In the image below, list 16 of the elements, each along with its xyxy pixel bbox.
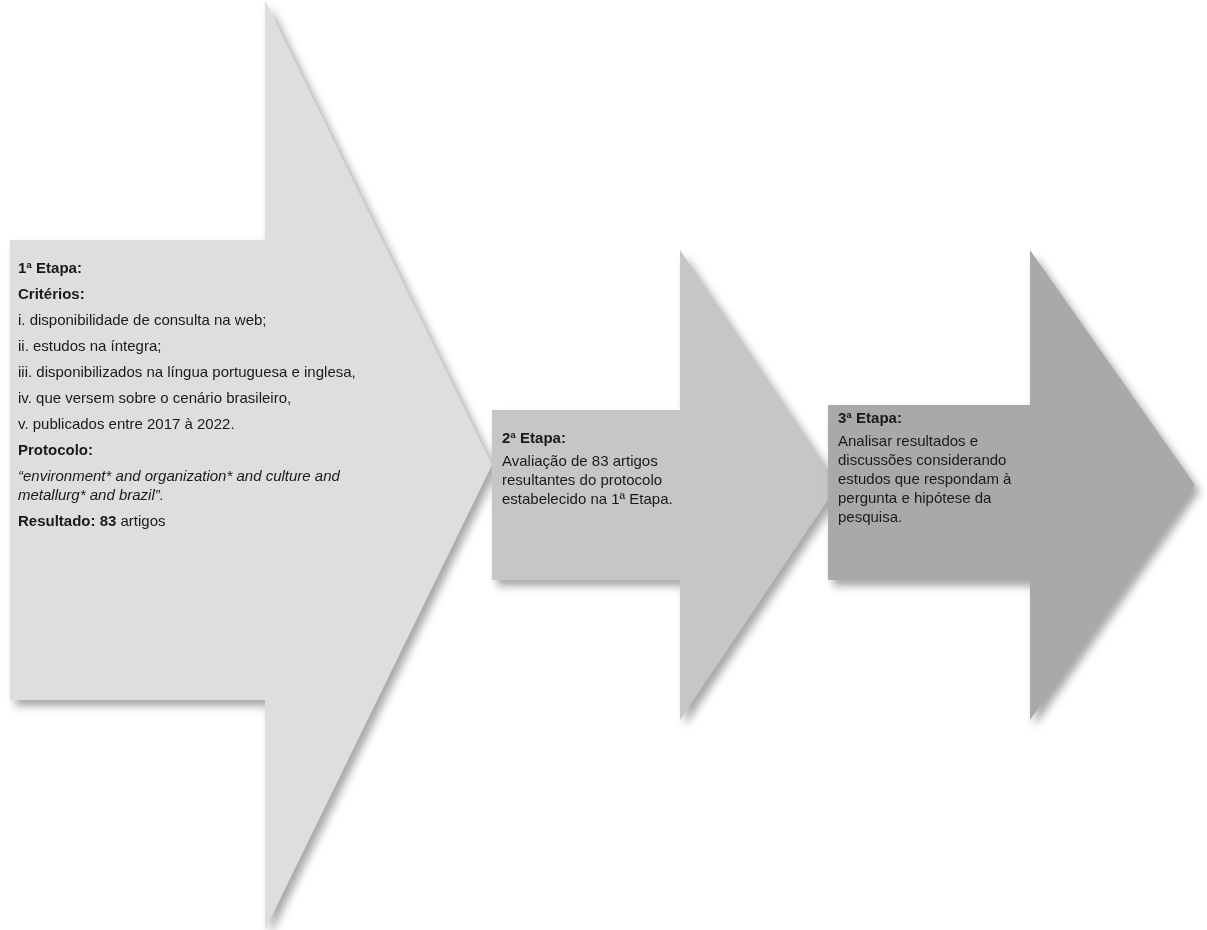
step-heading: 3ª Etapa: [838, 408, 903, 427]
section-heading: Critérios: [18, 284, 86, 303]
step-text: i. disponibilidade de consulta na web; [18, 310, 268, 329]
step-heading: 2ª Etapa: [502, 428, 567, 447]
step-text: Analisar resultados e discussões considerando estudos que respondam à pergunta e hipótese da pesquisa. [838, 431, 1013, 526]
step-text: Resultado: 83 artigos [18, 511, 167, 530]
arrow-shape [10, 0, 492, 930]
step-text: iii. disponibilizados na língua portuguesa e inglesa, [18, 362, 357, 381]
step-text: ii. estudos na íntegra; [18, 336, 163, 355]
step-text: “environment* and organization* and culture and metallurg* and brazil”. [18, 466, 341, 504]
arrow-shape [828, 250, 1195, 720]
step-text: iv. que versem sobre o cenário brasileiro, [18, 388, 293, 407]
section-heading: Protocolo: [18, 440, 94, 459]
step-text: Avaliação de 83 artigos resultantes do protocolo estabelecido na 1ª Etapa. [502, 451, 674, 508]
step-heading: 1ª Etapa: [18, 258, 83, 277]
step-text: v. publicados entre 2017 à 2022. [18, 414, 236, 433]
